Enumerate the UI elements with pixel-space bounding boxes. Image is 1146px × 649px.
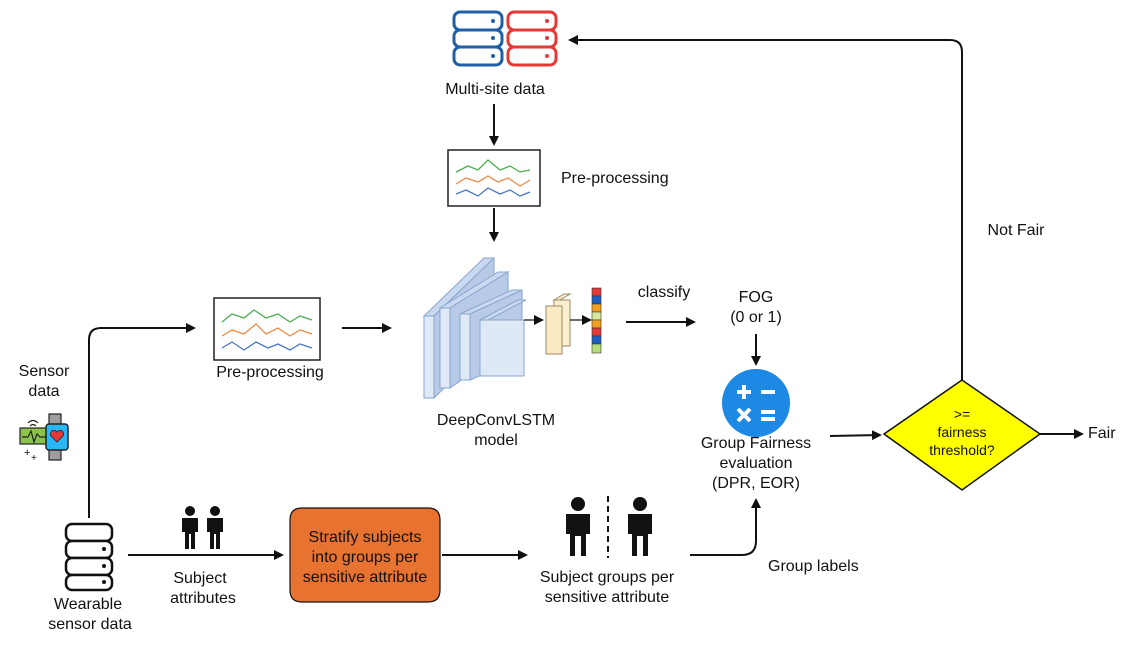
- arrow-evaluation-to-decision: [829, 430, 882, 441]
- not-fair-label: Not Fair: [988, 222, 1046, 239]
- group-labels-label: Group labels: [768, 558, 859, 575]
- preprocessing-mid-label: Pre-processing: [216, 364, 324, 381]
- svg-text:+: +: [24, 447, 30, 459]
- subject-group-icon: [566, 496, 652, 558]
- calculator-icon: [722, 369, 790, 437]
- person-pair-icon: [182, 506, 223, 549]
- database-red-icon: [506, 10, 558, 67]
- sensor-data-label-line2: data: [28, 383, 59, 400]
- wearable-database-icon: [64, 522, 114, 592]
- fog-label-line1: FOG: [739, 289, 774, 306]
- subject-attributes-label-line2: attributes: [170, 590, 236, 607]
- database-blue-icon: [452, 10, 504, 67]
- sensor-data-label-line1: Sensor: [19, 363, 70, 380]
- stratify-box: [289, 507, 441, 603]
- deepconvlstm-model-icon: [422, 256, 602, 400]
- preprocessing-chart-top-icon: [447, 149, 541, 207]
- preprocessing-top-label: Pre-processing: [561, 170, 669, 187]
- arrow-wearable-to-preprocess: [88, 323, 196, 518]
- threshold-label-line3: threshold?: [929, 442, 995, 458]
- wearable-label-line2: sensor data: [48, 616, 132, 633]
- classify-label: classify: [638, 284, 690, 301]
- subject-groups-label-line2: sensitive attribute: [545, 589, 670, 606]
- group-fairness-label-line2: evaluation: [720, 455, 793, 472]
- threshold-label-line2: fairness: [937, 424, 986, 440]
- preprocessing-chart-mid-icon: [213, 297, 321, 361]
- fair-label: Fair: [1088, 425, 1116, 442]
- smartwatch-icon: + +: [19, 413, 69, 464]
- svg-text:+: +: [31, 453, 37, 464]
- stratify-label-line1: Stratify subjects: [309, 529, 422, 546]
- multi-site-database-icon: [452, 10, 558, 67]
- model-label-line1: DeepConvLSTM: [437, 412, 555, 429]
- group-fairness-label-line3: (DPR, EOR): [712, 475, 800, 492]
- group-fairness-label-line1: Group Fairness: [701, 435, 811, 452]
- wearable-label-line1: Wearable: [54, 596, 122, 613]
- stratify-label-line2: into groups per: [312, 549, 419, 566]
- arrow-not-fair-loop: [568, 35, 963, 380]
- subject-attributes-label-line1: Subject: [173, 570, 227, 587]
- multi-site-data-label: Multi-site data: [445, 81, 545, 98]
- subject-groups-label-line1: Subject groups per: [540, 569, 675, 586]
- arrow-groups-to-evaluation: [690, 498, 761, 556]
- fog-label-line2: (0 or 1): [730, 309, 782, 326]
- model-label-line2: model: [474, 432, 518, 449]
- threshold-label-line1: >=: [954, 406, 970, 422]
- stratify-label-line3: sensitive attribute: [303, 569, 428, 586]
